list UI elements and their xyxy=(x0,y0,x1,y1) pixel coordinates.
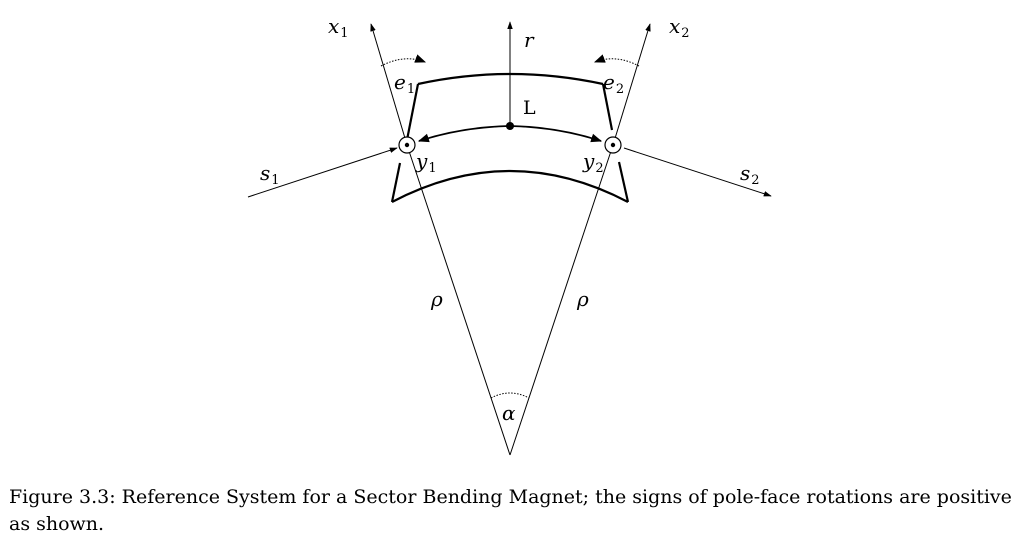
label-rho-left: ρ xyxy=(430,287,443,311)
label-s1: s1 xyxy=(260,161,280,188)
e1-angle-arc xyxy=(380,54,427,67)
label-e2: e2 xyxy=(603,70,624,97)
radius-left-line xyxy=(406,144,511,456)
s2-axis xyxy=(623,147,772,197)
exit-pole-face-upper xyxy=(601,83,614,131)
label-x1: x1 xyxy=(328,14,349,41)
figure-caption: Figure 3.3: Reference System for a Secto… xyxy=(9,486,1012,535)
label-alpha: α xyxy=(502,401,516,425)
label-y2: y2 xyxy=(582,149,604,176)
s1-axis xyxy=(247,147,398,198)
y1-out-of-page-symbol xyxy=(398,136,416,154)
label-e1: e1 xyxy=(394,70,415,97)
sector-magnet-diagram: x1 x2 r e1 e2 L s1 s2 y1 y2 ρ ρ α xyxy=(247,14,772,456)
label-s2: s2 xyxy=(740,161,760,188)
x1-axis xyxy=(370,23,408,146)
length-midpoint-dot xyxy=(506,122,514,130)
exit-pole-face-lower xyxy=(617,161,630,203)
y2-out-of-page-symbol xyxy=(604,136,622,154)
entrance-pole-face-upper xyxy=(404,83,420,146)
entrance-pole-face-lower xyxy=(390,162,402,203)
e2-angle-arc xyxy=(593,54,640,67)
magnet-inner-arc xyxy=(391,170,629,203)
figure: x1 x2 r e1 e2 L s1 s2 y1 y2 ρ ρ α xyxy=(247,14,772,456)
x2-axis xyxy=(612,23,651,146)
label-rho-right: ρ xyxy=(576,287,589,311)
magnet-outer-arc xyxy=(417,72,604,86)
length-arc-right xyxy=(509,125,603,143)
alpha-angle-arc xyxy=(490,392,530,399)
label-L: L xyxy=(523,97,536,119)
radius-right-line xyxy=(509,144,614,456)
label-x2: x2 xyxy=(669,14,690,41)
length-arc-left xyxy=(417,125,511,143)
label-y1: y1 xyxy=(415,149,437,176)
label-r: r xyxy=(524,28,535,52)
